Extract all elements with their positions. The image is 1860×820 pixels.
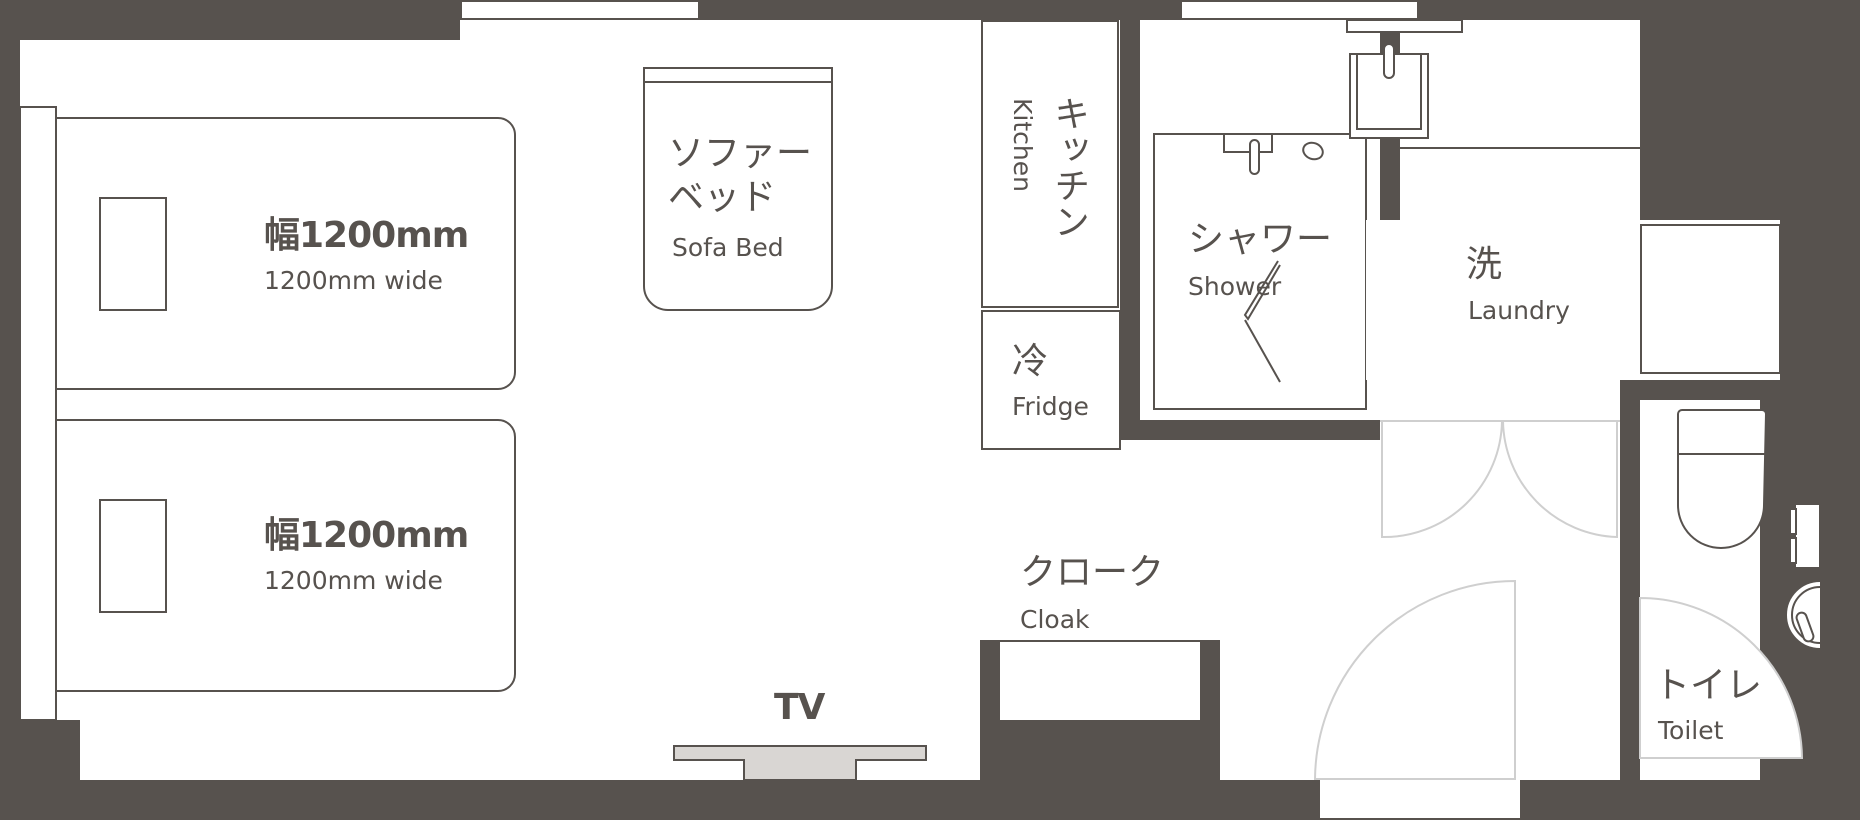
shower-opening xyxy=(1366,220,1382,380)
headboard xyxy=(19,106,57,721)
kitchen-counter xyxy=(981,20,1119,308)
bed-2-pillow xyxy=(99,499,167,613)
vanity-shelf xyxy=(1346,19,1463,33)
shower-en: Shower xyxy=(1188,272,1282,301)
tv-label: TV xyxy=(774,687,825,728)
kitchen-en: Kitchen xyxy=(1008,98,1037,192)
shower-door-panel-2 xyxy=(1244,319,1281,383)
shower-door-panel xyxy=(1243,260,1281,321)
right-wall-cover xyxy=(1820,560,1860,680)
wall-shower-bottom xyxy=(1120,420,1380,440)
shower-faucet-icon xyxy=(1249,139,1260,175)
entrance-threshold xyxy=(1320,780,1520,818)
washing-machine xyxy=(1640,224,1781,374)
wall-top-right xyxy=(1640,20,1860,220)
toilet-wall-stub xyxy=(1620,760,1640,780)
bed-2 xyxy=(55,419,516,692)
bed-1-size-label: 幅1200mm xyxy=(264,215,469,256)
cloak-jp: クローク xyxy=(1020,552,1165,593)
cloak-en: Cloak xyxy=(1020,605,1090,634)
laundry-jp: 洗 xyxy=(1466,244,1503,285)
paper-roll-1 xyxy=(1789,508,1797,535)
shower-jp: シャワー xyxy=(1188,219,1333,260)
toilet-bowl xyxy=(1677,409,1768,549)
bed-2-size-en: 1200mm wide xyxy=(264,566,443,595)
toilet-door-swing[interactable] xyxy=(1639,596,1804,759)
laundry-en: Laundry xyxy=(1468,296,1570,325)
toilet-en: Toilet xyxy=(1658,716,1724,745)
shower-shelf xyxy=(1223,133,1273,153)
kitchen-jp: キッチン xyxy=(1048,95,1089,239)
shower-booth xyxy=(1153,133,1367,410)
hand-sink-faucet xyxy=(1795,611,1815,643)
fridge xyxy=(981,310,1121,450)
fridge-en: Fridge xyxy=(1012,392,1089,421)
vanity-faucet-icon xyxy=(1383,43,1395,79)
bed-1-pillow xyxy=(99,197,167,311)
cloak-closet xyxy=(1000,642,1200,720)
door-swing-right xyxy=(1502,420,1618,539)
entrance-door-swing[interactable] xyxy=(1313,579,1516,780)
shower-head-icon xyxy=(1302,141,1324,161)
sofa-bed-jp-2: ベッド xyxy=(668,177,777,218)
double-door-frame xyxy=(1380,420,1620,422)
window-living xyxy=(462,2,698,18)
window-shower xyxy=(1182,2,1417,18)
wall-kitchen-shower xyxy=(1120,20,1140,440)
toilet-wall-left xyxy=(1620,380,1640,596)
laundry-opening xyxy=(1380,220,1640,420)
paper-holder xyxy=(1794,503,1821,569)
bed-1 xyxy=(55,117,516,390)
bed-1-size-en: 1200mm wide xyxy=(264,266,443,295)
sofa-bed xyxy=(643,67,833,311)
paper-roll-2 xyxy=(1789,537,1797,564)
door-swing-left xyxy=(1381,420,1503,539)
bed-2-size-label: 幅1200mm xyxy=(264,515,469,556)
sofa-bed-jp-1: ソファー xyxy=(668,133,813,174)
toilet-jp: トイレ xyxy=(1654,665,1763,706)
fridge-jp: 冷 xyxy=(1012,341,1049,382)
tv-stand xyxy=(673,745,927,781)
sofa-bed-en: Sofa Bed xyxy=(672,233,784,262)
